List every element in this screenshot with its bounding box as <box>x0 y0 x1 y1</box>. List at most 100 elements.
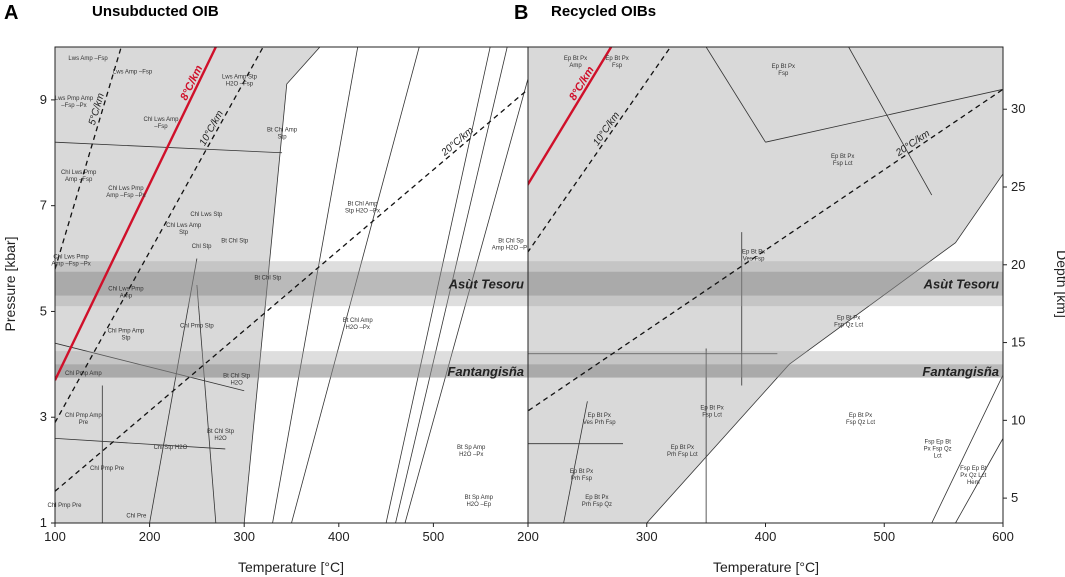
field-label: Lws Amp –Fsp <box>113 69 153 75</box>
reaction-line <box>395 47 508 523</box>
field-label-line: Lct <box>934 454 942 460</box>
field-label-line: H2O –Px <box>346 325 370 331</box>
field-label: Lws Amp –Fsp <box>68 56 108 62</box>
field-label-line: Ep Bt Px <box>837 315 860 321</box>
panel-b-letter: B <box>514 2 528 24</box>
field-label-line: Bt Chl Sp <box>498 239 524 245</box>
x-tick-label: 100 <box>44 529 66 544</box>
x-tick-label: 300 <box>233 529 255 544</box>
field-label-line: Chl Pmp Stp <box>180 323 214 329</box>
x-tick-label: 600 <box>992 529 1014 544</box>
x-tick-label: 500 <box>873 529 895 544</box>
field-label-line: Ep Bt Px <box>585 495 608 501</box>
field-label: Chl Pre <box>126 514 147 520</box>
field-label-line: –Fsp <box>154 124 168 130</box>
y-tick-label: 5 <box>40 303 47 318</box>
x-tick-label: 200 <box>139 529 161 544</box>
field-label-line: Prh Fsp Qz <box>582 502 612 508</box>
field-label-line: Amp <box>120 293 133 299</box>
field-label-line: H2O –Ep <box>466 502 491 508</box>
field-label-line: H2O –Px <box>459 452 483 458</box>
field-label-line: Stp <box>179 230 189 236</box>
field-label-line: Chl Pmp Pre <box>47 503 82 509</box>
geotherm-line <box>528 47 613 187</box>
field-label-line: Bt Chl Amp <box>347 202 378 208</box>
field-label-line: Bt Chl Stp <box>254 276 282 282</box>
field-label-line: Ep Bt Px <box>605 56 628 62</box>
field-label-line: Bt Sp Amp <box>457 445 486 451</box>
panel-b-ylabel: Depth [km] <box>1054 250 1065 318</box>
field-label-line: Fsp Qz Lct <box>834 322 863 328</box>
field-label: Chl Pmp Amp <box>65 371 102 377</box>
field-label-line: Ep Bt Px <box>671 445 694 451</box>
field-label-line: Ep Bt Px <box>831 154 854 160</box>
pressure-band-outer <box>528 351 1003 378</box>
field-label-line: Lws Amp Stp <box>222 75 258 81</box>
field-label-line: Stp <box>121 336 131 342</box>
pressure-band-outer <box>55 261 528 307</box>
panel-a-title: Unsubducted OIB <box>92 3 219 20</box>
panel-a-xlabel: Temperature [°C] <box>238 559 344 575</box>
depth-tick-label: 20 <box>1011 257 1025 272</box>
field-label-line: H2O –Fsp <box>226 82 254 88</box>
field-label-line: Lws Pmp Amp <box>55 96 94 102</box>
reaction-line <box>291 47 420 523</box>
field-label-line: Prh Fsp <box>571 476 593 482</box>
reaction-line <box>55 342 245 392</box>
reaction-line <box>563 401 588 523</box>
field-label-line: Fsp Lct <box>702 412 722 418</box>
pressure-band-inner <box>55 271 528 296</box>
depth-tick-label: 10 <box>1011 412 1025 427</box>
reaction-line <box>272 47 359 523</box>
field-label-line: Chl Lws Pmp <box>108 186 144 192</box>
band-label-asut-tesoru: Asùt Tesoru <box>923 277 999 292</box>
reaction-line <box>385 47 491 523</box>
field-label-line: H2O <box>230 381 243 387</box>
field-label-line: Ep Bt Px <box>772 64 795 70</box>
y-tick-label: 9 <box>40 92 47 107</box>
reaction-line <box>931 374 1003 523</box>
field-label-line: Bt Chl Stp <box>221 239 249 245</box>
depth-tick-label: 25 <box>1011 179 1025 194</box>
band-label-asut-tesoru: Asùt Tesoru <box>448 277 524 292</box>
reaction-line <box>848 47 933 196</box>
field-label: Lws Pmp Amp–Fsp –Px <box>55 96 94 109</box>
field-label-line: Chl Lws Stp <box>190 212 223 218</box>
field-label: Chl Pmp Stp <box>180 323 214 329</box>
pressure-band-inner <box>528 364 1003 378</box>
field-label-line: Stp <box>278 135 288 141</box>
field-label-line: Bt Chl Amp <box>343 318 374 324</box>
field-label-line: Bt Chl Stp <box>207 429 235 435</box>
field-label-line: Chl Lws Amp <box>166 223 202 229</box>
x-tick-label: 500 <box>423 529 445 544</box>
field-label-line: Px Qz Lct <box>960 473 986 479</box>
field-label: Chl Pmp Pre <box>90 466 125 472</box>
pressure-band-outer <box>55 351 528 378</box>
x-tick-label: 400 <box>755 529 777 544</box>
field-label-line: Chl Stp H2O <box>154 445 188 451</box>
geotherm-line <box>55 47 217 381</box>
field-label: Chl Pmp Pre <box>47 503 82 509</box>
geotherm-line <box>409 47 492 269</box>
panel-a-letter: A <box>4 2 18 24</box>
field-label: Bt Chl Stp <box>221 239 249 245</box>
field-label-line: Chl Pmp Amp <box>65 371 102 377</box>
depth-tick-label: 30 <box>1011 101 1025 116</box>
geotherm-line <box>528 47 672 253</box>
field-label-line: Chl Pre <box>126 514 147 520</box>
reaction-line <box>196 284 217 523</box>
